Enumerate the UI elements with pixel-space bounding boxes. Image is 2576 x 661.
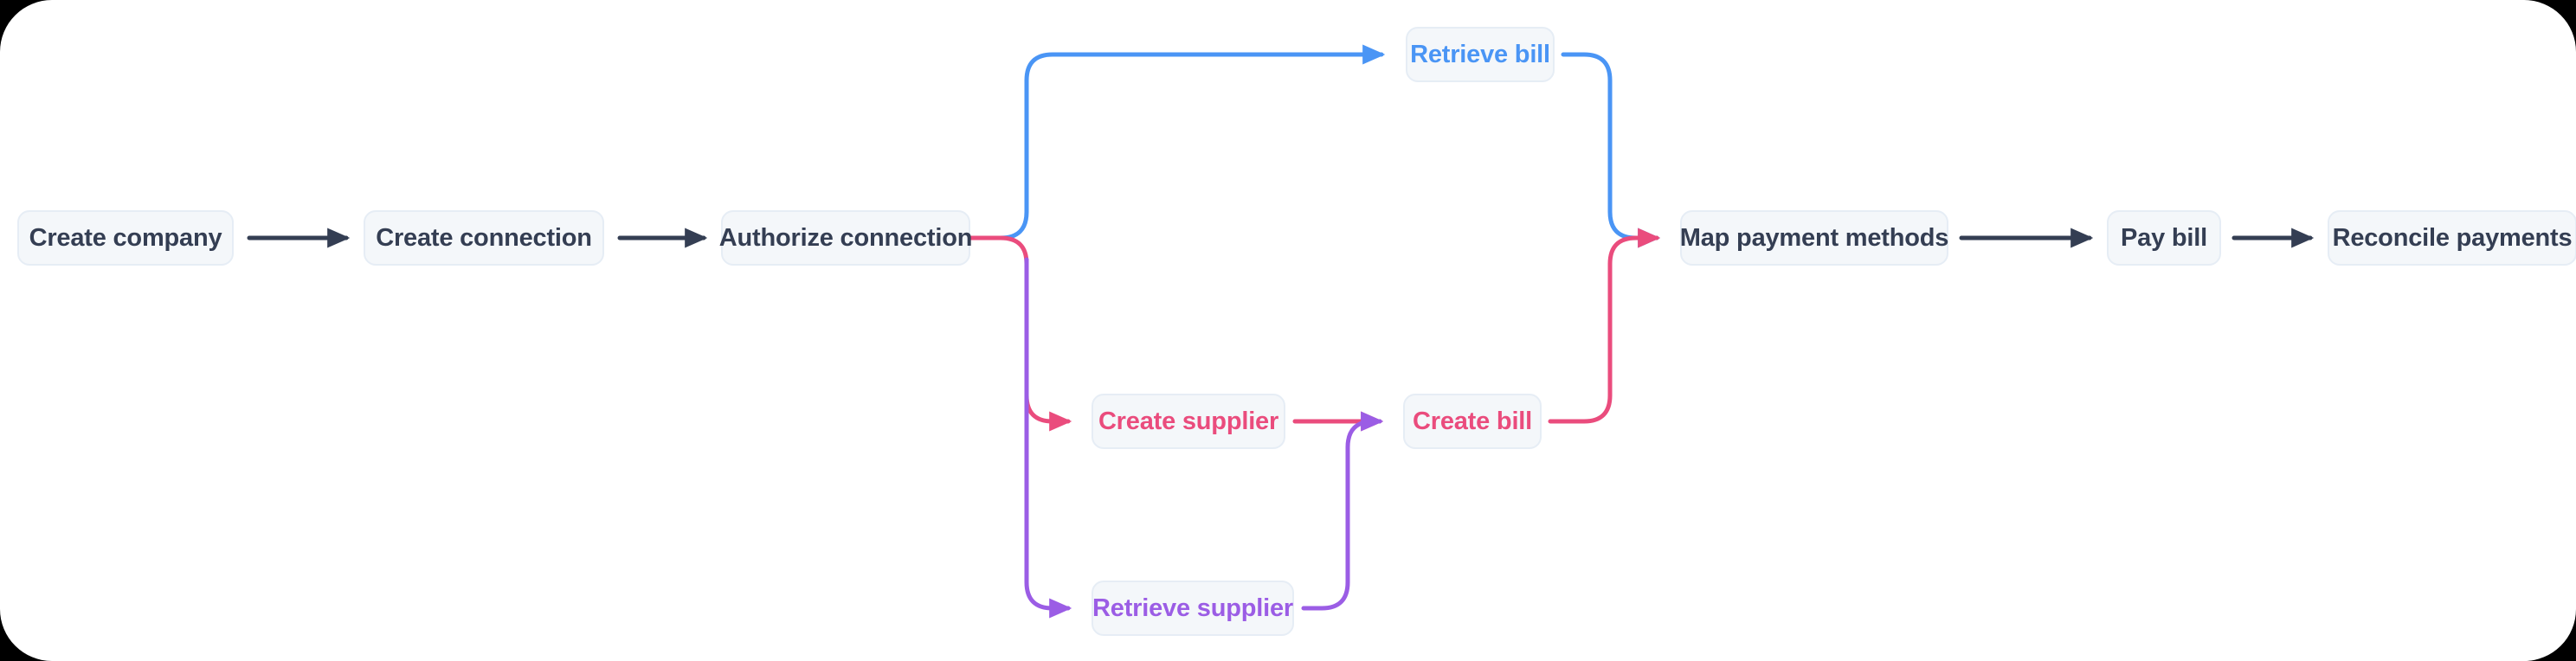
- node-reconcile-payments[interactable]: Reconcile payments: [2328, 210, 2576, 266]
- node-retrieve-bill[interactable]: Retrieve bill: [1406, 27, 1555, 82]
- node-create-connection[interactable]: Create connection: [364, 210, 604, 266]
- node-map-payment-methods[interactable]: Map payment methods: [1680, 210, 1948, 266]
- edge-authorize-to-retrieve-supplier: [1024, 257, 1072, 619]
- node-create-bill[interactable]: Create bill: [1403, 394, 1542, 449]
- node-retrieve-supplier[interactable]: Retrieve supplier: [1092, 581, 1294, 636]
- edge-create-bill-to-map-payments: [1548, 228, 1661, 424]
- node-create-supplier[interactable]: Create supplier: [1092, 394, 1285, 449]
- node-pay-bill[interactable]: Pay bill: [2107, 210, 2221, 266]
- edge-retrieve-bill-to-map-payments: [1561, 52, 1661, 248]
- edge-authorize-to-retrieve-bill: [968, 44, 1386, 241]
- node-authorize-connection[interactable]: Authorize connection: [719, 210, 972, 266]
- edge-retrieve-supplier-to-create-bill: [1301, 411, 1384, 611]
- edge-authorize-to-create-supplier: [968, 235, 1072, 432]
- node-create-company[interactable]: Create company: [17, 210, 234, 266]
